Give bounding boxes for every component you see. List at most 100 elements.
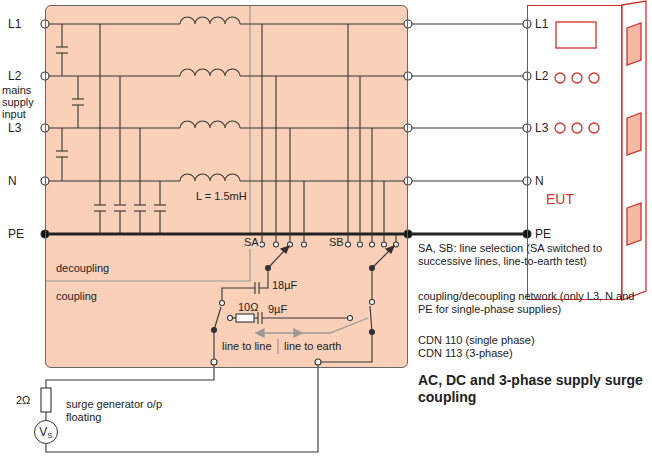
- inductor-coil: [180, 69, 240, 76]
- terminal-label: L3: [535, 122, 548, 134]
- terminal: [404, 124, 412, 132]
- coupling-switches: [211, 359, 217, 365]
- capacitor-symbol: [134, 204, 146, 205]
- wire-connector: [408, 127, 527, 128]
- terminal-label: L2: [8, 70, 21, 82]
- selector-contact: [346, 242, 351, 247]
- coupling-switches: [386, 246, 394, 253]
- selector-link: [294, 329, 302, 337]
- coupling-switches: [370, 306, 372, 332]
- capacitor-symbol: [139, 128, 140, 205]
- capacitor-symbol: [119, 76, 120, 205]
- coupling-switches: [257, 312, 258, 324]
- conductor: [240, 23, 408, 24]
- input-label: mains supply input: [2, 84, 42, 120]
- selector-tap: [289, 128, 290, 242]
- coupling-switches: [315, 359, 321, 365]
- capacitor-symbol: [119, 211, 120, 234]
- selector-tap: [395, 234, 396, 242]
- source-subscript: S: [47, 430, 52, 442]
- resistance-value: 10Ω: [238, 301, 258, 314]
- region-label: coupling: [56, 290, 97, 303]
- eut-housing: [572, 123, 582, 133]
- coupling-switches: [268, 250, 285, 268]
- terminal: [404, 177, 412, 185]
- eut-housing: [556, 22, 596, 48]
- coupling-switches: [372, 250, 390, 268]
- capacitor-symbol: [72, 98, 84, 99]
- cdn-fill: [45, 5, 408, 368]
- conductor: [240, 75, 408, 76]
- conductor: [45, 75, 180, 76]
- source-symbol: V: [39, 426, 47, 438]
- terminal-label: PE: [535, 228, 551, 240]
- coupling-switches: [258, 282, 259, 294]
- generator-label: surge generator o/p floating: [66, 398, 166, 424]
- selector-label: line to line: [222, 340, 272, 353]
- diagram-title: AC, DC and 3-phase supply surge coupling: [418, 372, 643, 406]
- note-text: coupling/decoupling network (only L3, N …: [418, 290, 646, 316]
- capacitor-symbol: [61, 128, 62, 151]
- terminal-label: N: [8, 175, 17, 187]
- selector-contact: [274, 242, 279, 247]
- capacitance-value: 9µF: [268, 303, 287, 316]
- coupling-switches: [254, 317, 258, 318]
- capacitor-symbol: [77, 105, 78, 128]
- coupling-switches: [259, 268, 268, 288]
- resistor-symbol: [41, 388, 51, 412]
- wire-connector: [408, 180, 527, 181]
- note-text: SA, SB: line selection (SA switched to s…: [418, 242, 646, 268]
- eut-housing: [555, 123, 565, 133]
- eut-housing: [627, 23, 641, 65]
- region-divider: [45, 5, 250, 281]
- terminal-label: L2: [535, 70, 548, 82]
- region-label: decoupling: [56, 262, 109, 275]
- coupling-switches: [211, 246, 394, 368]
- eut-housing: [572, 73, 582, 83]
- terminal: [404, 20, 412, 28]
- selector-label: line to earth: [284, 340, 341, 353]
- coupling-switches: [213, 330, 214, 359]
- capacitance-value: 18µF: [272, 279, 297, 292]
- selector-tap: [303, 181, 304, 242]
- selector-link: [277, 339, 278, 354]
- capacitor-symbol: [61, 24, 62, 47]
- coupling-switches: [220, 301, 225, 306]
- wire-connector: [408, 23, 527, 24]
- equipment-label: EUT: [546, 191, 574, 207]
- inductor-coil: [180, 174, 240, 181]
- terminal-label: N: [535, 175, 544, 187]
- selector-link: [302, 318, 368, 333]
- coupling-switches: [370, 300, 375, 305]
- capacitor-symbol: [159, 181, 160, 205]
- coupling-switches: [281, 246, 289, 253]
- wire-connector: [408, 233, 527, 236]
- capacitor-symbol: [154, 204, 166, 205]
- conductor: [240, 127, 408, 128]
- surge-source-circle: VS: [34, 420, 58, 444]
- eut-housing: [627, 113, 641, 155]
- capacitor-symbol: [61, 53, 62, 76]
- selector-contact: [260, 242, 265, 247]
- coupling-switches: [228, 316, 233, 321]
- note-text: CDN 110 (single phase) CDN 113 (3-phase): [418, 334, 548, 360]
- inductance-value: L = 1.5mH: [196, 190, 247, 203]
- resistor-symbol: [41, 388, 51, 412]
- eut-housing: [589, 123, 599, 133]
- capacitor-symbol: [61, 157, 62, 181]
- selector-tap: [359, 76, 360, 242]
- eut-housing: [622, 1, 646, 300]
- switch-label: SB: [329, 236, 344, 249]
- conductor: [45, 127, 180, 128]
- conductor: [240, 180, 408, 181]
- terminal-label: L1: [535, 18, 548, 30]
- coupling-switches: [348, 316, 353, 321]
- switch-label: SA: [243, 236, 260, 249]
- capacitor-symbol: [77, 76, 78, 99]
- wire-connector: [408, 75, 527, 76]
- selector-tap: [261, 24, 262, 242]
- terminal: [404, 72, 412, 80]
- selector-contact: [382, 242, 387, 247]
